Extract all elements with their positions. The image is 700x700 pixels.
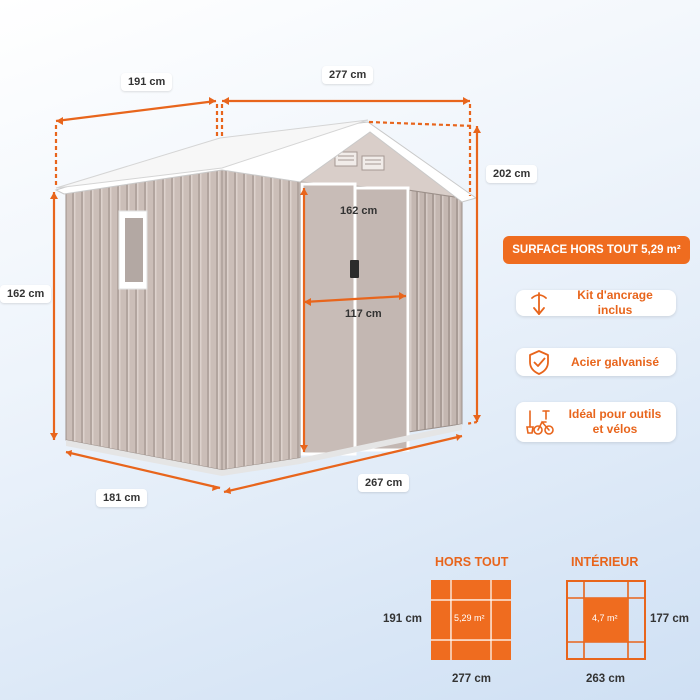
interior-title: INTÉRIEUR — [571, 555, 639, 569]
total-height-label: 202 cm — [486, 165, 538, 183]
feature-anchor-kit: Kit d'ancrage inclus — [516, 288, 676, 317]
tools-bike-icon — [526, 410, 554, 435]
shield-check-icon — [529, 350, 549, 375]
surface-badge: SURFACE HORS TOUT 5,29 m² — [503, 236, 690, 264]
interior-area-label: 4,7 m² — [592, 613, 618, 623]
interior-width-label: 263 cm — [586, 673, 626, 685]
base-depth-label: 181 cm — [96, 489, 148, 507]
feature-label: Idéal pour outils et vélos — [568, 407, 662, 436]
wall-height-label: 162 cm — [0, 285, 52, 303]
shed-door-right — [353, 186, 410, 452]
roof-vent-icon — [334, 151, 385, 171]
exterior-depth-label: 191 cm — [383, 613, 423, 625]
interior-footprint-grid — [566, 580, 646, 660]
exterior-width-label: 277 cm — [452, 673, 492, 685]
exterior-footprint-grid — [431, 580, 511, 660]
base-width-label: 267 cm — [358, 474, 410, 492]
interior-depth-label: 177 cm — [650, 613, 690, 625]
feature-label: Acier galvanisé — [570, 354, 660, 369]
feature-galvanized-steel: Acier galvanisé — [516, 348, 676, 376]
feature-tools-bikes: Idéal pour outils et vélos — [516, 402, 676, 442]
exterior-area-label: 5,29 m² — [454, 613, 485, 623]
shed-door-left — [300, 182, 357, 456]
shed-front-wall — [221, 167, 301, 471]
door-height-label: 162 cm — [340, 205, 378, 217]
exterior-title: HORS TOUT — [435, 555, 509, 569]
roof-depth-label: 191 cm — [121, 73, 173, 91]
door-width-label: 117 cm — [345, 308, 382, 320]
feature-label: Kit d'ancrage inclus — [577, 288, 653, 317]
anchor-stake-icon — [531, 292, 547, 315]
roof-width-label: 277 cm — [322, 66, 374, 84]
door-handle-icon — [350, 260, 359, 278]
